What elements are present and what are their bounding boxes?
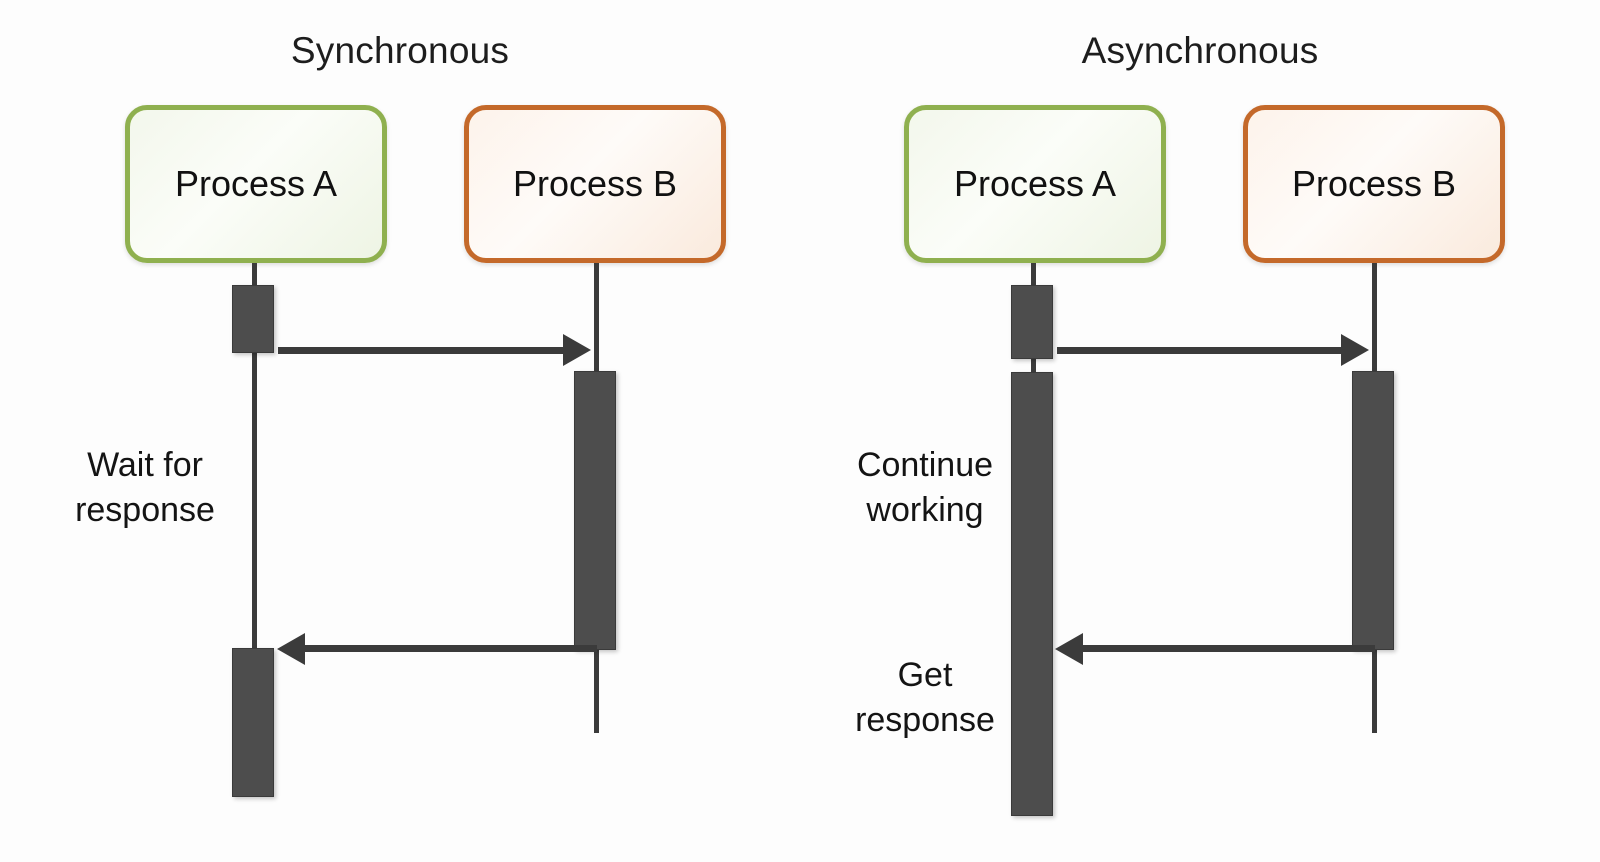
participant-box-process-b[interactable]: Process B xyxy=(464,105,726,263)
activation-bar-process-a-continue xyxy=(1011,372,1053,816)
activation-bar-process-a-request xyxy=(1011,285,1053,359)
participant-label-process-b: Process B xyxy=(1291,163,1457,204)
activation-bar-process-b xyxy=(1352,371,1394,650)
arrowhead-left-icon-response xyxy=(277,633,305,665)
message-line-request xyxy=(278,347,568,354)
activation-bar-process-a-resume xyxy=(232,648,274,797)
participant-label-process-b: Process B xyxy=(512,163,678,204)
panel-synchronous: Synchronous Process A Process B Wait for… xyxy=(75,30,726,797)
message-line-response xyxy=(305,645,597,652)
participant-label-process-a: Process A xyxy=(953,163,1117,204)
message-line-response xyxy=(1083,645,1375,652)
activation-bar-process-a-request xyxy=(232,285,274,353)
panel-title-asynchronous: Asynchronous xyxy=(1081,30,1319,71)
panel-asynchronous: Asynchronous Process A Process B Continu… xyxy=(800,0,1600,862)
panel-title-synchronous: Synchronous xyxy=(290,30,510,71)
note-continue-working: Continue working xyxy=(856,446,994,529)
arrowhead-left-icon-response xyxy=(1055,633,1083,665)
participant-label-process-a: Process A xyxy=(174,163,338,204)
arrowhead-right-icon-request xyxy=(563,334,591,366)
participant-box-process-a[interactable]: Process A xyxy=(125,105,387,263)
lifeline-process-a-gap xyxy=(1031,358,1036,374)
participant-box-process-a[interactable]: Process A xyxy=(904,105,1166,263)
message-line-request xyxy=(1057,347,1346,354)
participant-box-process-b[interactable]: Process B xyxy=(1243,105,1505,263)
arrowhead-right-icon-request xyxy=(1341,334,1369,366)
lifeline-process-a xyxy=(252,263,257,673)
note-wait-for-response: Wait for response xyxy=(75,446,215,529)
lifeline-process-a xyxy=(1031,263,1036,289)
note-get-response: Get response xyxy=(855,656,995,739)
activation-bar-process-b xyxy=(574,371,616,650)
